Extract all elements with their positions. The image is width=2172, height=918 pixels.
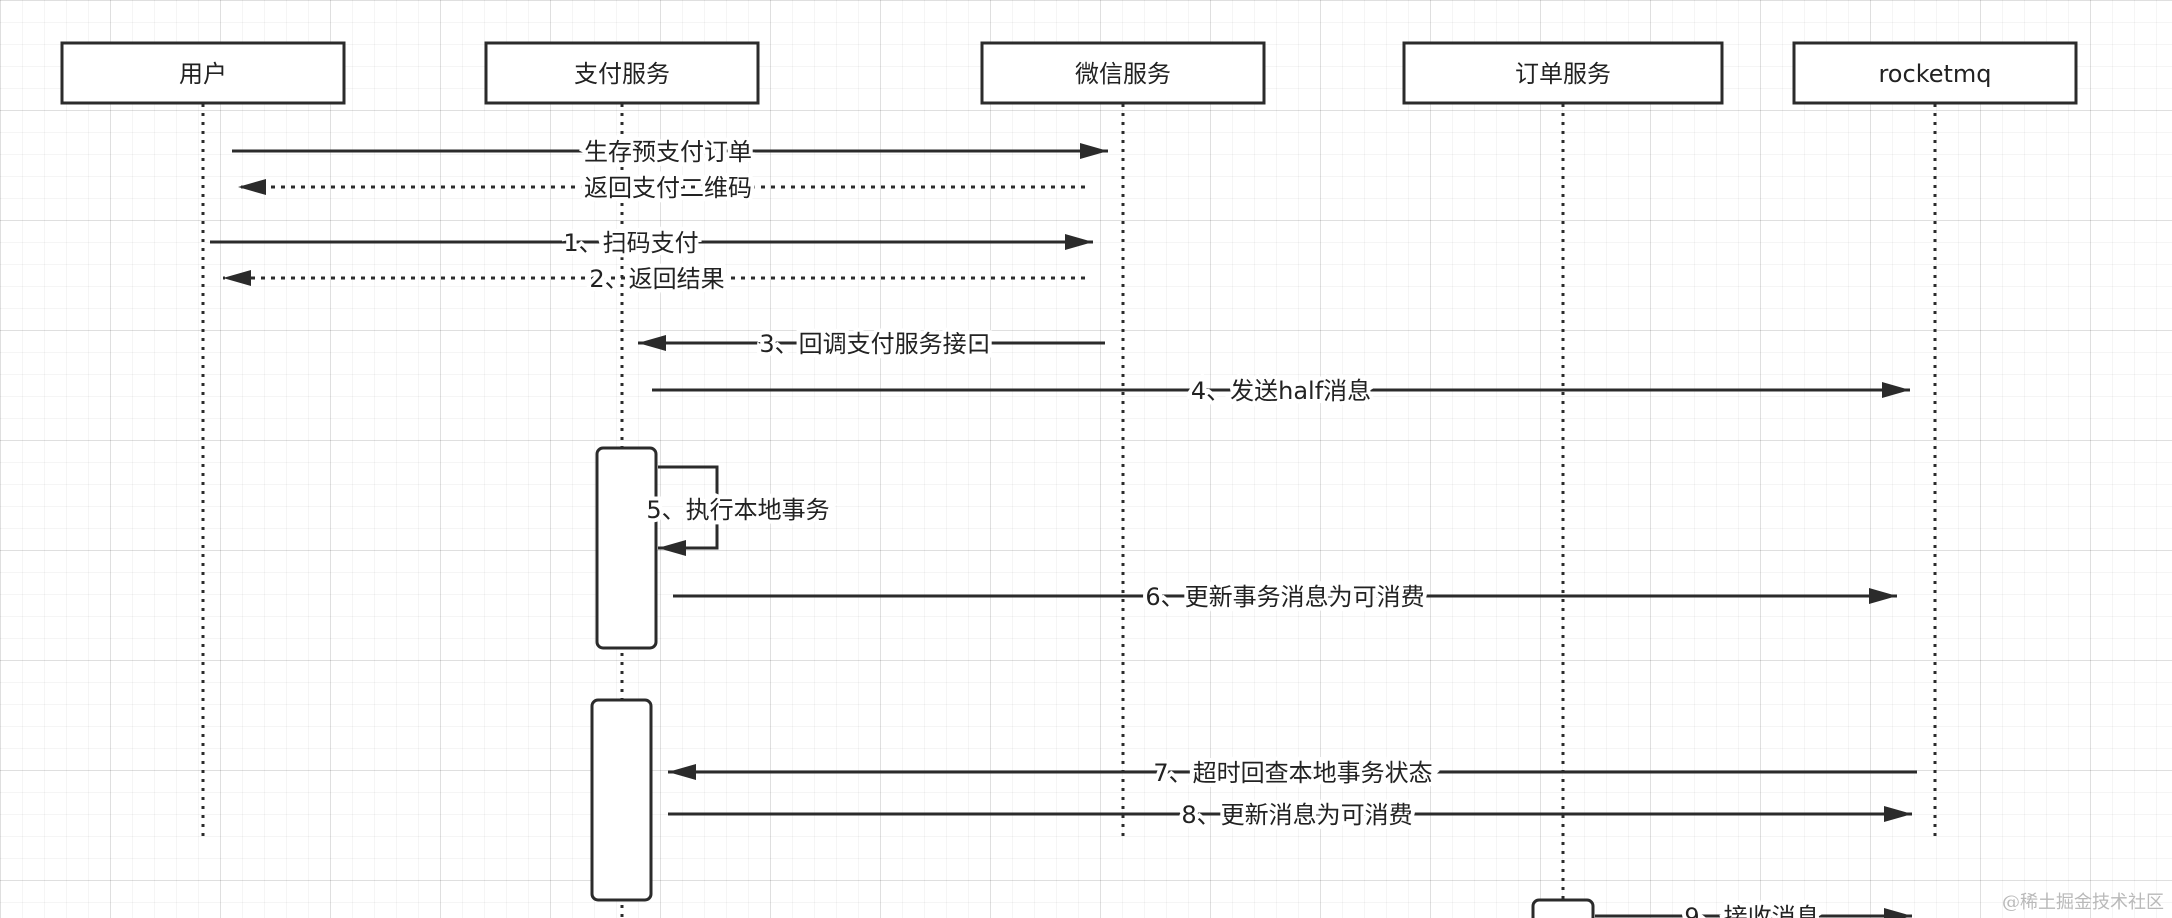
message-label-return-qrcode: 返回支付二维码	[584, 174, 752, 202]
message-label-prepay: 生存预支付订单	[584, 138, 752, 166]
lifelines	[201, 104, 1937, 918]
actor-label: 支付服务	[574, 60, 670, 88]
actor-box	[60, 41, 346, 105]
actor-rocketmq[interactable]: rocketmq	[1792, 41, 2078, 105]
message-label-7: 7、超时回查本地事务状态	[1153, 759, 1432, 787]
message-label-6: 6、更新事务消息为可消费	[1145, 583, 1424, 611]
actor-label: 订单服务	[1515, 60, 1611, 88]
actor-user[interactable]: 用户	[60, 41, 346, 105]
message-label-1: 1、扫码支付	[563, 229, 698, 257]
message-labels: 生存预支付订单 返回支付二维码 1、扫码支付 2、返回结果 3、回调支付服务接口…	[559, 134, 1823, 918]
actor-order-service[interactable]: 订单服务	[1402, 41, 1724, 105]
actor-label: 用户	[179, 60, 227, 88]
actor-pay-service[interactable]: 支付服务	[484, 41, 760, 105]
activation-bar-pay-1	[595, 446, 658, 650]
message-label-9: 9、接收消息	[1684, 903, 1819, 918]
message-label-5: 5、执行本地事务	[646, 496, 829, 524]
message-label-3: 3、回调支付服务接口	[759, 330, 990, 358]
actor-box	[484, 41, 760, 105]
actor-box	[1792, 41, 2078, 105]
messages	[210, 143, 1917, 918]
actor-box	[980, 41, 1266, 105]
message-label-8: 8、更新消息为可消费	[1181, 801, 1412, 829]
actor-box	[1402, 41, 1724, 105]
actor-wechat-service[interactable]: 微信服务	[980, 41, 1266, 105]
message-label-4: 4、发送half消息	[1191, 377, 1371, 405]
activation-bar-order	[1531, 898, 1595, 918]
activation-bar-pay-2	[590, 698, 653, 902]
actor-label: 微信服务	[1075, 60, 1171, 88]
watermark: @稀土掘金技术社区	[2002, 892, 2164, 913]
message-label-2: 2、返回结果	[589, 265, 724, 293]
message-arrow-5-self	[658, 465, 719, 556]
actor-label: rocketmq	[1878, 60, 1991, 88]
